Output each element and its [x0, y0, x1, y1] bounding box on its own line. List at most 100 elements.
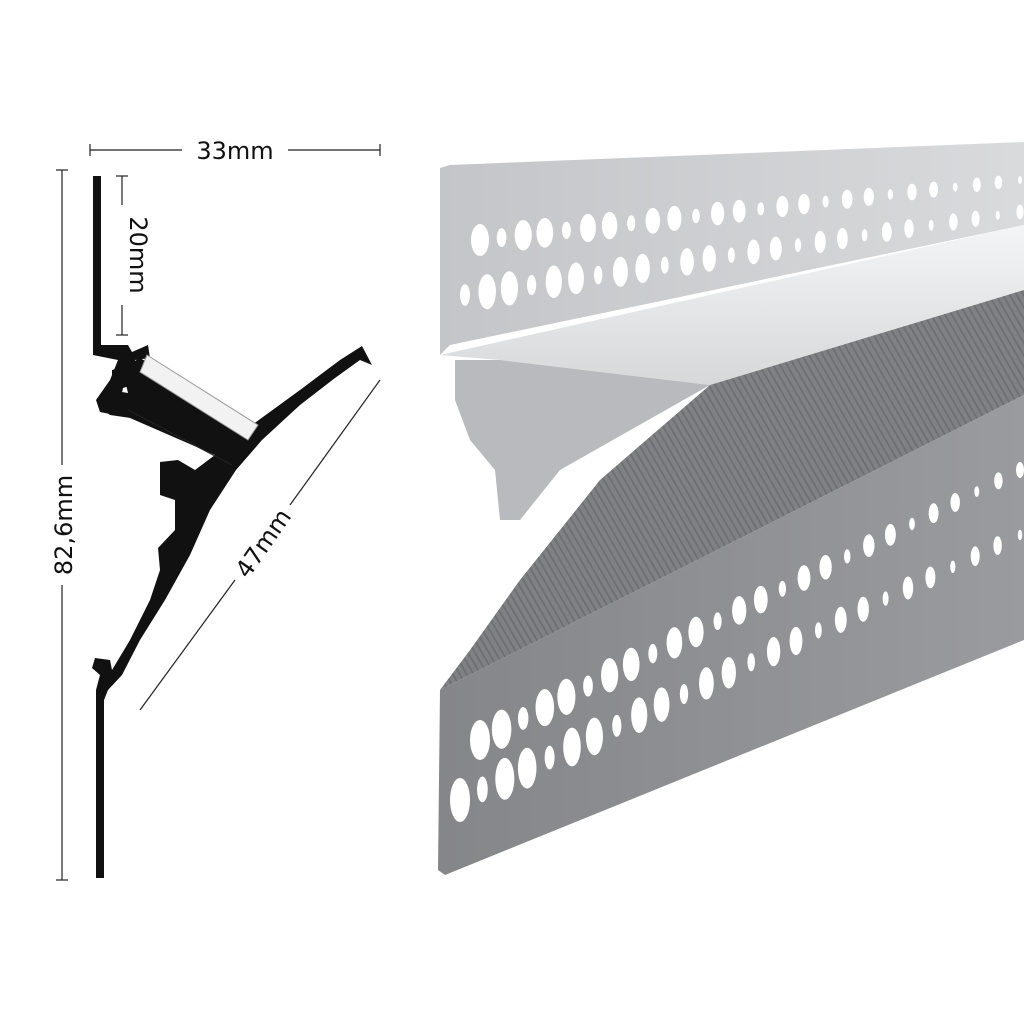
perforation-hole [887, 189, 894, 200]
ribbed-face [440, 290, 1024, 690]
dimension-lines [56, 144, 381, 881]
perforation-hole [747, 653, 755, 672]
perforation-hole [950, 560, 956, 574]
perforation-hole [450, 778, 470, 822]
bottom-flange [438, 395, 1024, 875]
height-dimension-label: 82,6mm [50, 475, 78, 575]
perforation-hole [527, 275, 537, 296]
perforation-hole [496, 228, 507, 247]
perforation-hole [732, 596, 747, 625]
perforation-hole [815, 622, 822, 639]
perforation-hole [925, 566, 936, 589]
perforation-hole [837, 227, 848, 250]
perforation-hole [882, 591, 889, 606]
perforation-hole [1018, 176, 1022, 184]
perforation-hole [627, 215, 636, 232]
perforation-hole [766, 636, 781, 667]
perforation-hole [545, 265, 562, 298]
perforation-hole [645, 207, 661, 234]
perforation-hole [679, 683, 689, 705]
perforation-hole [601, 658, 619, 693]
perforation-hole [952, 182, 958, 192]
perforation-hole [544, 745, 555, 770]
perforation-hole [778, 580, 787, 597]
perforation-hole [776, 195, 789, 218]
perforation-hole [680, 248, 694, 276]
perforation-hole [612, 714, 622, 737]
perforation-hole [514, 219, 532, 251]
perforation-hole [612, 256, 628, 287]
perforation-hole [477, 776, 488, 803]
perforation-hole [517, 747, 537, 789]
perforation-hole [928, 503, 939, 524]
perforation-hole [857, 596, 869, 622]
diffuser-channel [440, 225, 1024, 385]
perforation-hole [757, 202, 765, 216]
perforation-hole [568, 262, 584, 295]
perforation-hole [710, 201, 725, 226]
perforation-hole [535, 689, 555, 727]
perforation-hole [491, 709, 512, 749]
perforation-hole [863, 187, 874, 206]
perforation-hole [929, 181, 939, 198]
perforation-hole [1016, 204, 1024, 220]
perforation-hole [950, 492, 960, 512]
perforation-hole [1016, 462, 1024, 478]
perforation-hole [727, 247, 735, 263]
perforation-hole [747, 239, 760, 265]
perforation-hole [692, 208, 700, 224]
perforation-hole [500, 271, 518, 306]
channel-side [455, 360, 710, 520]
perforation-hole [994, 472, 1003, 490]
perforation-hole [971, 210, 980, 227]
perforation-hole [1017, 529, 1023, 541]
perforation-hole [631, 697, 648, 733]
perforation-hole [601, 211, 618, 240]
perforation-hole [902, 576, 914, 600]
perforation-hole [478, 274, 496, 310]
perforation-hole [861, 229, 868, 242]
perforation-hole [881, 222, 892, 242]
perforation-hole [843, 549, 851, 564]
perforation-hole [585, 717, 603, 756]
perforation-hole [909, 517, 915, 531]
perforation-hole [635, 253, 650, 283]
diffuser-section [139, 354, 259, 441]
perforation-hole [949, 213, 958, 231]
perforation-hole [688, 616, 704, 648]
perforation-holes [450, 175, 1024, 822]
perforation-hole [563, 727, 581, 767]
perforation-hole [648, 643, 658, 664]
perforation-hole [907, 183, 917, 201]
profile-3d-render [438, 142, 1024, 875]
perforation-hole [460, 284, 470, 306]
perforation-hole [732, 199, 746, 223]
perforation-hole [819, 554, 832, 580]
width-dimension-label: 33mm [196, 137, 273, 165]
perforation-hole [798, 193, 810, 215]
perforation-hole [667, 205, 682, 231]
perforation-hole [834, 606, 847, 633]
perforation-hole [536, 217, 554, 248]
perforation-hole [702, 245, 716, 272]
perforation-hole [470, 720, 490, 760]
perforation-hole [841, 189, 853, 209]
perforation-hole [660, 256, 669, 274]
perforation-hole [666, 627, 683, 659]
perforation-hole [769, 236, 782, 261]
perforation-hole [995, 210, 1000, 220]
perforation-hole [928, 219, 934, 231]
perforation-hole [753, 585, 768, 614]
perforation-hole [794, 238, 802, 253]
perforation-hole [583, 675, 593, 697]
slope-dimension-label: 47mm [230, 504, 297, 583]
perforation-hole [495, 757, 515, 800]
perforation-hole [974, 486, 980, 497]
perforation-hole [970, 546, 980, 567]
perforation-hole [994, 175, 1003, 190]
perforation-hole [517, 706, 529, 730]
perforation-hole [699, 667, 714, 700]
perforation-hole [653, 687, 670, 722]
